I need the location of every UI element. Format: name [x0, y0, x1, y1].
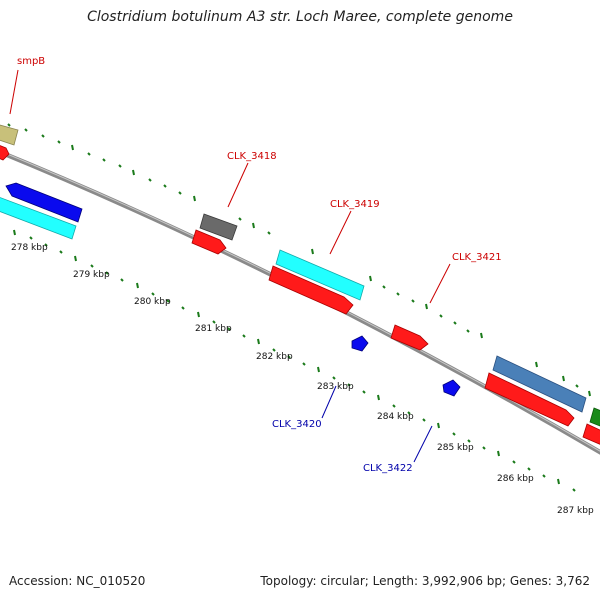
scale-tick-281: 281 kbp — [195, 324, 232, 334]
gene-feature-smpb[interactable] — [0, 124, 19, 146]
genome-backbone-highlight — [0, 150, 600, 452]
gene-feature-clk-3422[interactable] — [442, 379, 461, 397]
scale-tick-287: 287 kbp — [557, 506, 594, 516]
genome-backbone — [0, 149, 600, 455]
scale-tick-282: 282 kbp — [256, 352, 293, 362]
gene-feature-cyan-left[interactable] — [0, 196, 77, 240]
gene-feature-steelblue[interactable] — [492, 355, 587, 413]
inner-tick-ring — [13, 229, 576, 492]
gene-label-clk-3418: CLK_3418 — [227, 151, 277, 162]
gene-feature-red-edge[interactable] — [0, 144, 10, 161]
scale-tick-278: 278 kbp — [11, 243, 48, 253]
gene-feature-blue-left[interactable] — [5, 182, 83, 223]
scale-tick-285: 285 kbp — [437, 443, 474, 453]
gene-feature-clk-3419[interactable] — [275, 249, 365, 301]
scale-tick-283: 283 kbp — [317, 382, 354, 392]
gene-feature-green[interactable] — [589, 407, 600, 427]
gene-feature-red-3418[interactable] — [191, 229, 227, 255]
gene-feature-clk-3418[interactable] — [199, 213, 238, 241]
gene-feature-red-right[interactable] — [484, 372, 575, 427]
scale-tick-280: 280 kbp — [134, 297, 171, 307]
gene-feature-clk-3420[interactable] — [351, 335, 369, 352]
map-title: Clostridium botulinum A3 str. Loch Maree… — [87, 9, 513, 25]
gene-label-smpb: smpB — [17, 56, 45, 67]
gene-label-clk-3419: CLK_3419 — [330, 199, 380, 210]
gene-label-clk-3421: CLK_3421 — [452, 252, 502, 263]
gene-feature-clk-3421[interactable] — [390, 324, 429, 351]
scale-tick-286: 286 kbp — [497, 474, 534, 484]
genome-summary-text: Topology: circular; Length: 3,992,906 bp… — [260, 574, 590, 588]
gene-feature-red-far-right[interactable] — [582, 423, 600, 446]
label-leader-lines — [9, 69, 451, 463]
scale-tick-279: 279 kbp — [73, 270, 110, 280]
gene-feature-red-3419[interactable] — [268, 265, 354, 315]
accession-text: Accession: NC_010520 — [9, 574, 146, 588]
scale-tick-284: 284 kbp — [377, 412, 414, 422]
gene-label-clk-3420: CLK_3420 — [272, 419, 322, 430]
outer-tick-ring — [7, 123, 591, 397]
gene-label-clk-3422: CLK_3422 — [363, 463, 413, 474]
